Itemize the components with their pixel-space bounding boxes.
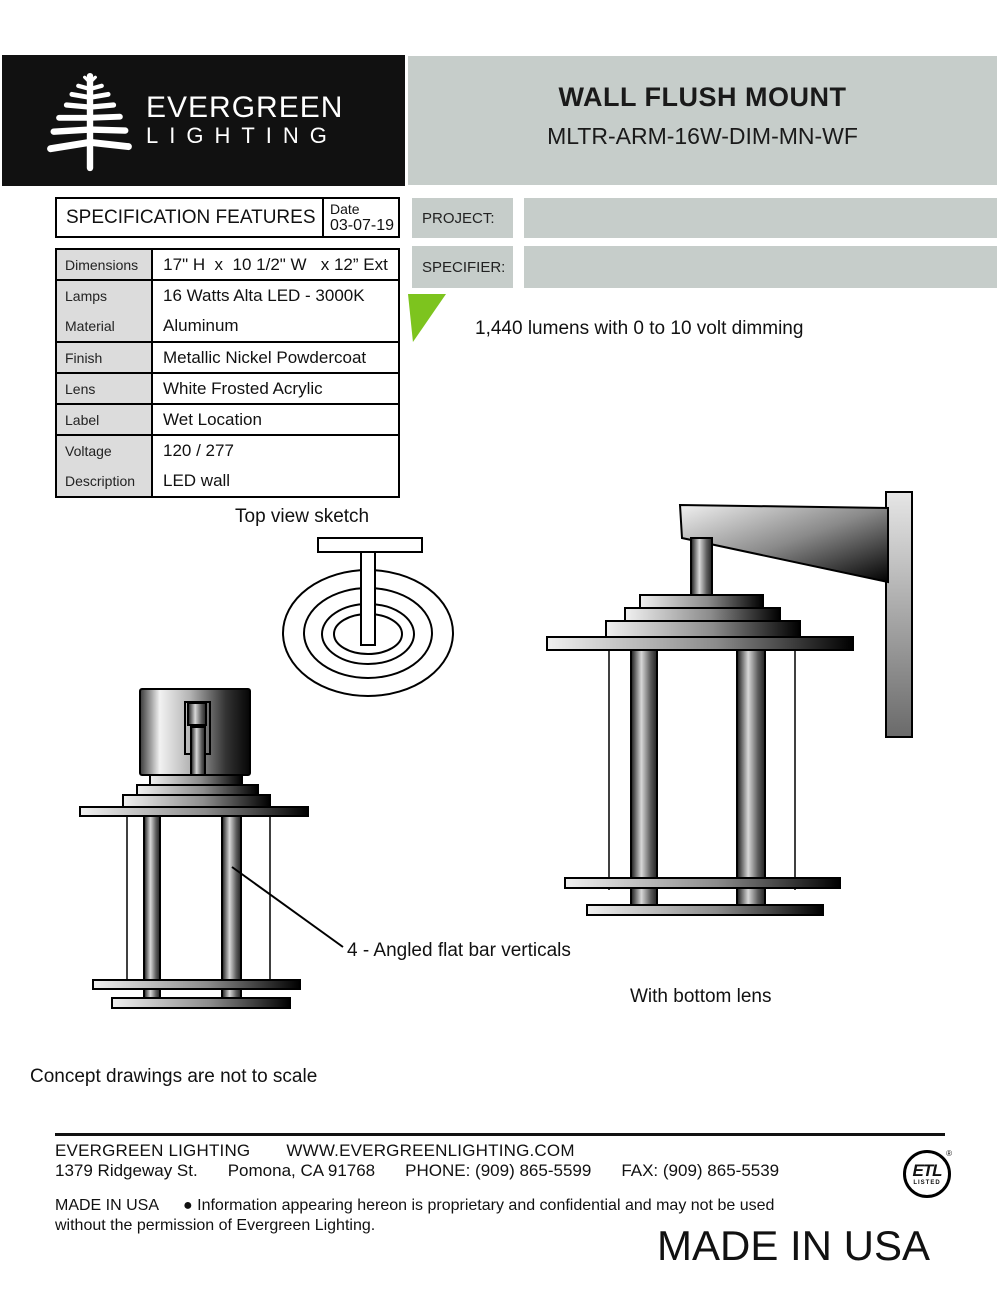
row-label: Finish	[57, 343, 153, 372]
footer-contact-line: 1379 Ridgeway St. Pomona, CA 91768 PHONE…	[55, 1161, 779, 1181]
bottom-lens-plate	[564, 877, 841, 889]
footer-divider	[55, 1133, 945, 1136]
table-row: Lens White Frosted Acrylic	[57, 374, 398, 405]
table-row: Voltage 120 / 277 Description LED wall	[57, 436, 398, 496]
wall-plate	[885, 491, 913, 738]
product-title: WALL FLUSH MOUNT	[558, 82, 847, 112]
footer-address: 1379 Ridgeway St.	[55, 1161, 198, 1180]
row-value: Aluminum	[163, 316, 239, 335]
row-value: 120 / 277	[163, 441, 234, 460]
row-value: LED wall	[163, 471, 231, 490]
side-fixture-drawing	[546, 491, 913, 916]
row-value: White Frosted Acrylic	[163, 378, 323, 398]
footer-fax: FAX: (909) 865-5539	[621, 1161, 780, 1180]
specifier-label: SPECIFIER:	[412, 246, 513, 288]
spec-features-header: SPECIFICATION FEATURES Date 03-07-19	[55, 197, 400, 238]
row-label: Dimensions	[57, 250, 153, 279]
made-in-usa-large: MADE IN USA	[657, 1222, 931, 1269]
scale-note: Concept drawings are not to scale	[30, 1066, 318, 1087]
specifier-input[interactable]	[524, 246, 997, 288]
spec-features-title: SPECIFICATION FEATURES	[66, 206, 316, 228]
product-header: WALL FLUSH MOUNT MLTR-ARM-16W-DIM-MN-WF	[408, 56, 997, 185]
row-label: Description	[57, 466, 153, 496]
row-value: Metallic Nickel Powdercoat	[163, 347, 367, 367]
row-value: 17" H x 10 1/2" W x 12” Ext	[163, 254, 388, 274]
footer-city: Pomona, CA 91768	[227, 1161, 376, 1180]
row-label: Lens	[57, 374, 153, 403]
top-view-drawing	[282, 537, 454, 697]
row-label: Material	[57, 311, 153, 341]
project-input[interactable]	[524, 198, 997, 238]
footer-company: EVERGREEN LIGHTING	[55, 1141, 251, 1160]
table-row: Dimensions 17" H x 10 1/2" W x 12” Ext	[57, 250, 398, 281]
footer-phone: PHONE: (909) 865-5599	[405, 1161, 592, 1180]
logo-line1: EVERGREEN	[146, 90, 344, 124]
row-label: Label	[57, 405, 153, 434]
pine-tree-icon	[47, 72, 132, 171]
disclaimer-text: ● Information appearing hereon is propri…	[55, 1197, 775, 1234]
table-row: Lamps 16 Watts Alta LED - 3000K Material…	[57, 281, 398, 343]
flat-bar-annotation: 4 - Angled flat bar verticals	[347, 940, 571, 961]
footer-disclaimer: MADE IN USA● Information appearing hereo…	[55, 1196, 777, 1235]
made-in-usa-label: MADE IN USA	[55, 1197, 160, 1214]
project-label: PROJECT:	[412, 198, 513, 238]
leader-line	[231, 866, 344, 948]
footer-website[interactable]: WWW.EVERGREENLIGHTING.COM	[286, 1141, 575, 1160]
footer-company-line: EVERGREEN LIGHTING WWW.EVERGREENLIGHTING…	[55, 1141, 575, 1161]
row-value: Wet Location	[163, 409, 262, 429]
date-cell: Date 03-07-19	[322, 199, 398, 236]
date-label: Date	[330, 201, 360, 217]
top-view-caption: Top view sketch	[235, 506, 370, 527]
bottom-lens-plate	[586, 904, 824, 916]
bottom-lens-caption: With bottom lens	[630, 986, 772, 1007]
etl-listed-icon: ETL LISTED ®	[903, 1149, 952, 1198]
row-label: Voltage	[57, 436, 153, 466]
green-triangle-icon	[408, 294, 446, 342]
row-label: Lamps	[57, 281, 153, 311]
logo-text: EVERGREEN LIGHTING	[146, 92, 343, 150]
lumens-note: 1,440 lumens with 0 to 10 volt dimming	[475, 318, 804, 339]
logo-line2: LIGHTING	[146, 123, 338, 149]
front-fixture-drawing	[79, 688, 309, 1009]
spec-table: Dimensions 17" H x 10 1/2" W x 12” Ext L…	[55, 248, 400, 498]
table-row: Finish Metallic Nickel Powdercoat	[57, 343, 398, 374]
logo-box: EVERGREEN LIGHTING	[2, 55, 405, 186]
row-value: 16 Watts Alta LED - 3000K	[163, 286, 365, 305]
date-value: 03-07-19	[330, 217, 395, 235]
fixture-drawings	[79, 491, 913, 1009]
table-row: Label Wet Location	[57, 405, 398, 436]
mounting-arm	[678, 503, 889, 584]
product-model-number: MLTR-ARM-16W-DIM-MN-WF	[547, 123, 858, 149]
